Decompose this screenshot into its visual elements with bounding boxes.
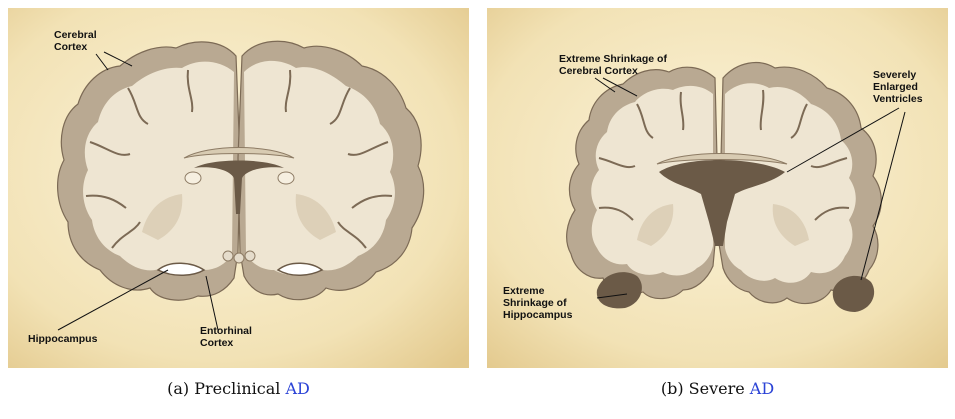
label-hippocampus: Hippocampus [28,333,98,345]
label-ventricles-line2: Enlarged [873,81,918,93]
preclinical-brain-illustration: Cerebral Cortex Hippocampus Entorhinal C… [8,8,469,368]
label-cortex-shrinkage-line2: Cerebral Cortex [559,65,638,77]
caption-severe-text: (b) Severe [661,379,750,398]
severe-brain-panel: Extreme Shrinkage of Cerebral Cortex Sev… [487,8,948,368]
left-caudate [185,172,201,184]
midbrain-structures [223,251,255,263]
citation-link-ad[interactable]: AD [750,379,774,398]
label-hippocampus-shrinkage-line3: Hippocampus [503,309,573,321]
label-ventricles-line1: Severely [873,69,916,81]
label-cerebral-cortex-line2: Cortex [54,41,87,53]
right-caudate [278,172,294,184]
caption-severe: (b) Severe AD [487,379,948,398]
label-hippocampus-shrinkage-line2: Shrinkage of [503,297,567,309]
caption-preclinical-text: (a) Preclinical [167,379,285,398]
label-cortex-shrinkage-line1: Extreme Shrinkage of [559,53,667,65]
label-hippocampus-shrinkage-line1: Extreme [503,285,545,297]
label-cerebral-cortex-line1: Cerebral [54,29,97,41]
label-entorhinal-cortex-line2: Cortex [200,337,233,349]
severe-brain-illustration: Extreme Shrinkage of Cerebral Cortex Sev… [487,8,948,368]
citation-link-ad[interactable]: AD [285,379,309,398]
label-entorhinal-cortex-line1: Entorhinal [200,325,252,337]
preclinical-brain-panel: Cerebral Cortex Hippocampus Entorhinal C… [8,8,469,368]
caption-preclinical: (a) Preclinical AD [8,379,469,398]
label-ventricles-line3: Ventricles [873,93,923,105]
